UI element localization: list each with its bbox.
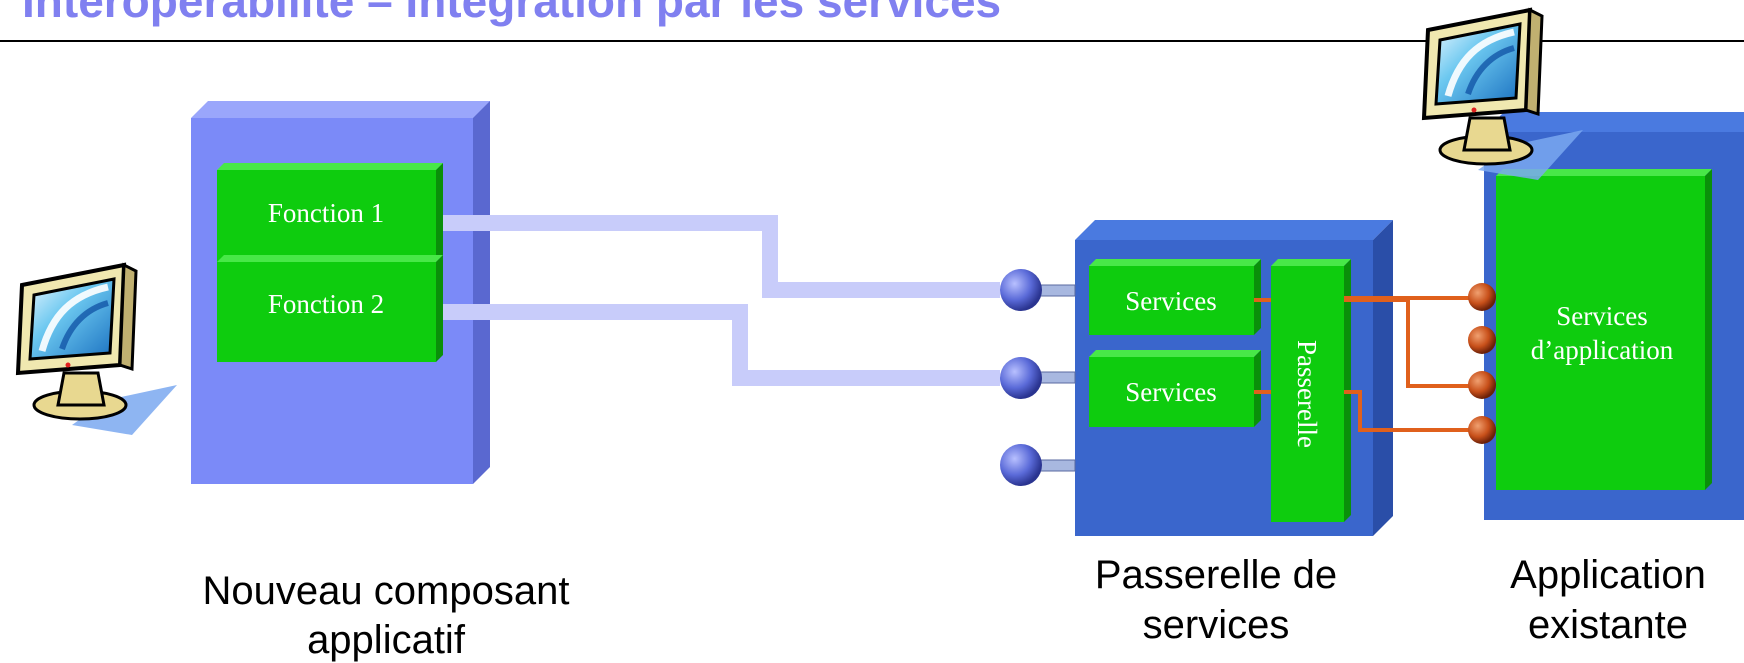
link-pipe-2 <box>443 304 1000 386</box>
caption-existing-app-line1: Application <box>1510 553 1706 597</box>
caption-new-component-line2: applicatif <box>307 618 466 662</box>
caption-existing-app-line2: existante <box>1528 603 1688 647</box>
app-port-1 <box>1468 283 1496 311</box>
app-services-label-line1: Services <box>1556 301 1647 331</box>
function-2-label: Fonction 2 <box>268 289 384 319</box>
caption-new-component-line1: Nouveau composant <box>203 569 570 613</box>
computer-monitor-icon <box>18 265 177 435</box>
services-2-label: Services <box>1125 377 1216 407</box>
page-title: Interopérabilité – Intégration par les s… <box>22 0 1002 27</box>
service-port-1 <box>1000 269 1076 311</box>
function-box-2 <box>217 255 443 362</box>
link-pipe-1 <box>443 215 1000 298</box>
service-port-3 <box>1000 444 1076 486</box>
app-port-4 <box>1468 416 1496 444</box>
passerelle-label: Passerelle <box>1292 340 1322 448</box>
function-1-label: Fonction 1 <box>268 198 384 228</box>
services-box-2 <box>1089 350 1261 427</box>
function-box-1 <box>217 163 443 262</box>
app-services-label-line2: d’application <box>1531 335 1674 365</box>
caption-gateway-line2: services <box>1143 603 1290 647</box>
services-1-label: Services <box>1125 286 1216 316</box>
service-port-2 <box>1000 357 1076 399</box>
caption-gateway-line1: Passerelle de <box>1095 553 1337 597</box>
app-services-box <box>1496 169 1712 490</box>
title-divider <box>0 40 1744 42</box>
computer-monitor-icon <box>1424 10 1583 180</box>
services-box-1 <box>1089 259 1261 335</box>
passerelle-box <box>1271 259 1351 522</box>
app-port-3 <box>1468 371 1496 399</box>
app-port-2 <box>1468 326 1496 354</box>
connector-lines <box>1254 296 1482 432</box>
